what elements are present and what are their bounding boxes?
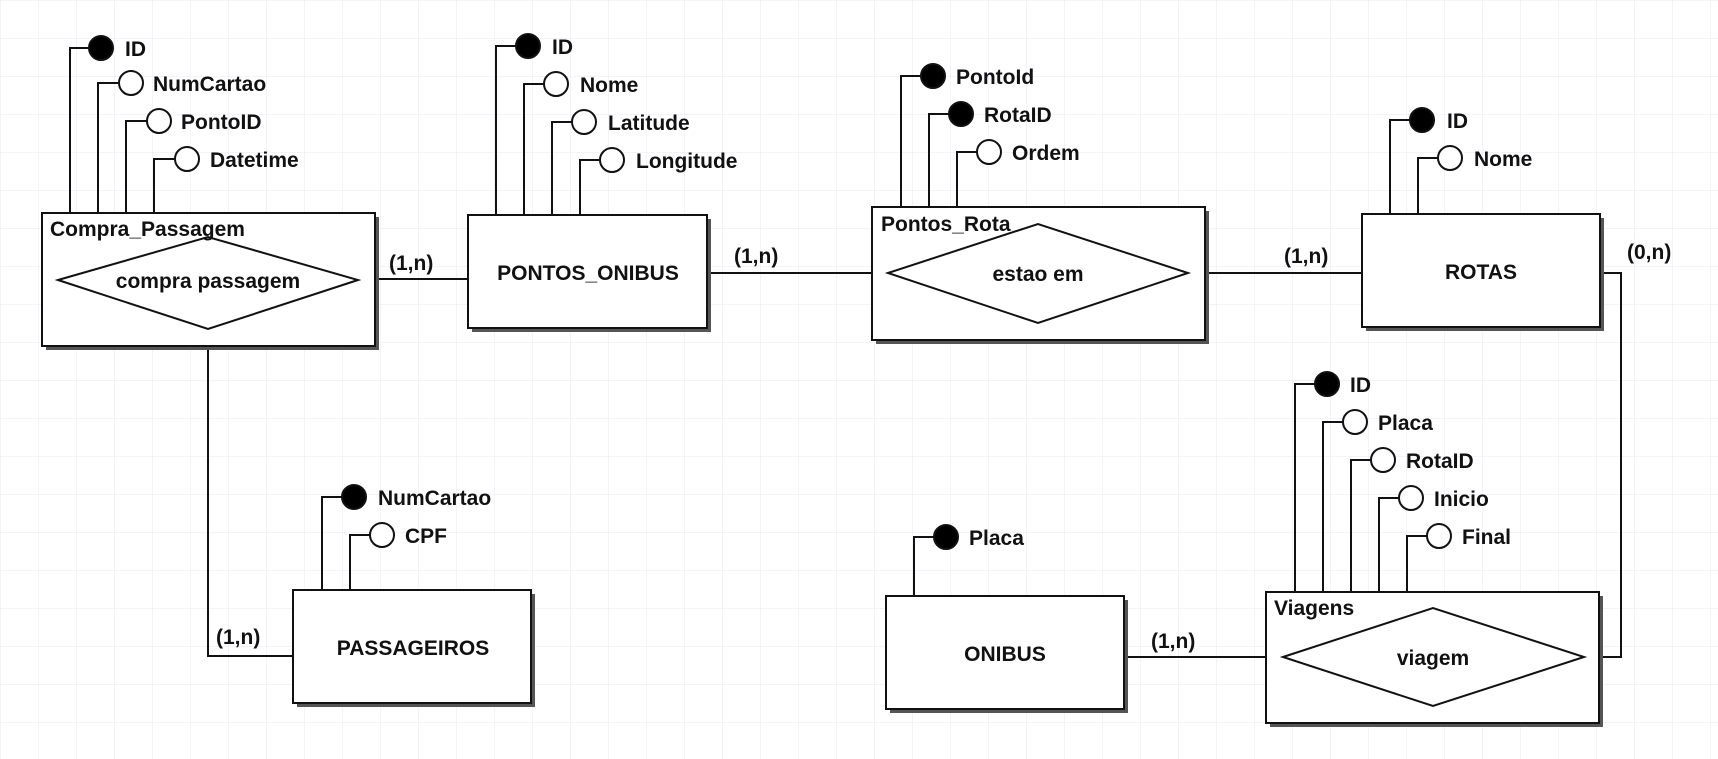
relationship-label: compra passagem bbox=[116, 270, 300, 293]
entity-box bbox=[292, 589, 532, 704]
attribute-list: ID Nome bbox=[1409, 107, 1532, 171]
attributes-pontos-rota bbox=[900, 75, 977, 207]
relationship-diamond bbox=[884, 222, 1192, 325]
attribute-icon bbox=[976, 139, 1002, 165]
entity-title: Viagens bbox=[1274, 597, 1354, 620]
relationship-label: estao em bbox=[992, 263, 1083, 286]
cardinality-label: (1,n) bbox=[1284, 245, 1328, 268]
attribute-label: ID bbox=[125, 38, 146, 61]
attribute-label: Latitude bbox=[608, 112, 690, 135]
relationship-label: viagem bbox=[1397, 647, 1469, 670]
attribute-label: Final bbox=[1462, 526, 1511, 549]
attributes-rotas bbox=[1389, 119, 1438, 214]
entity-title: Compra_Passagem bbox=[50, 218, 245, 241]
entity-box bbox=[467, 214, 708, 329]
attributes-onibus bbox=[913, 536, 934, 596]
line-compra-passageiros bbox=[207, 330, 293, 657]
attribute-icon bbox=[571, 109, 597, 135]
cardinality-label: (1,n) bbox=[389, 252, 433, 275]
cardinality-label: (1,n) bbox=[216, 626, 260, 649]
attribute-list: ID Placa RotaID Inicio Final bbox=[1314, 371, 1511, 549]
entity-label: PASSAGEIROS bbox=[337, 637, 489, 660]
attribute-list: NumCartao CPF bbox=[341, 484, 491, 548]
attribute-icon bbox=[1342, 409, 1368, 435]
attribute-label: Nome bbox=[1474, 148, 1532, 171]
entity-viagens[interactable]: Viagens viagem bbox=[1265, 591, 1603, 727]
entity-label: PONTOS_ONIBUS bbox=[497, 262, 679, 285]
relationship-diamond bbox=[1279, 606, 1588, 708]
attribute-icon bbox=[1426, 523, 1452, 549]
relationship-diamond bbox=[54, 235, 362, 331]
attribute-list: Placa bbox=[933, 524, 1024, 550]
primary-key-icon bbox=[948, 101, 974, 127]
attributes-pontos-onibus bbox=[495, 45, 600, 215]
attribute-label: ID bbox=[552, 36, 573, 59]
attribute-label: ID bbox=[1447, 110, 1468, 133]
attribute-icon bbox=[1370, 447, 1396, 473]
cardinality-label: (1,n) bbox=[734, 245, 778, 268]
entity-passageiros[interactable]: PASSAGEIROS bbox=[292, 589, 535, 707]
attribute-list: PontoId RotaID Ordem bbox=[920, 63, 1080, 165]
entity-label: ROTAS bbox=[1445, 261, 1517, 284]
attribute-label: NumCartao bbox=[378, 487, 491, 510]
primary-key-icon bbox=[341, 484, 367, 510]
entity-pontos-rota[interactable]: Pontos_Rota estao em bbox=[871, 206, 1209, 344]
entity-onibus[interactable]: ONIBUS bbox=[885, 595, 1128, 713]
attribute-icon bbox=[1398, 485, 1424, 511]
attribute-label: Ordem bbox=[1012, 142, 1080, 165]
entity-label: ONIBUS bbox=[964, 643, 1046, 666]
attribute-label: Placa bbox=[969, 527, 1024, 550]
attribute-icon bbox=[599, 147, 625, 173]
primary-key-icon bbox=[88, 35, 114, 61]
entity-compra-passagem[interactable]: Compra_Passagem compra passagem bbox=[41, 212, 379, 350]
attribute-icon bbox=[543, 71, 569, 97]
attributes-viagens bbox=[1294, 383, 1427, 592]
attribute-icon bbox=[369, 522, 395, 548]
attribute-label: PontoId bbox=[956, 66, 1034, 89]
cardinality-label: (0,n) bbox=[1627, 241, 1671, 264]
attributes-compra-passagem bbox=[69, 47, 174, 213]
entity-title: Pontos_Rota bbox=[881, 213, 1011, 236]
attribute-label: ID bbox=[1350, 374, 1371, 397]
entity-rotas[interactable]: ROTAS bbox=[1361, 213, 1604, 331]
attribute-label: RotaID bbox=[984, 104, 1052, 127]
attribute-label: PontoID bbox=[181, 111, 261, 134]
primary-key-icon bbox=[920, 63, 946, 89]
entity-box bbox=[1361, 213, 1601, 328]
primary-key-icon bbox=[1409, 107, 1435, 133]
attribute-icon bbox=[146, 108, 172, 134]
entity-box bbox=[885, 595, 1125, 710]
attribute-label: Datetime bbox=[210, 149, 299, 172]
attribute-label: Nome bbox=[580, 74, 638, 97]
attribute-list: ID NumCartao PontoID Datetime bbox=[88, 35, 299, 172]
primary-key-icon bbox=[933, 524, 959, 550]
attribute-label: CPF bbox=[405, 525, 447, 548]
attribute-label: Placa bbox=[1378, 412, 1433, 435]
entity-pontos-onibus[interactable]: PONTOS_ONIBUS bbox=[467, 214, 711, 332]
attribute-label: RotaID bbox=[1406, 450, 1474, 473]
attribute-label: NumCartao bbox=[153, 73, 266, 96]
cardinality-label: (1,n) bbox=[1151, 630, 1195, 653]
attribute-icon bbox=[1437, 145, 1463, 171]
primary-key-icon bbox=[515, 33, 541, 59]
attributes-passageiros bbox=[321, 496, 370, 590]
attribute-icon bbox=[118, 70, 144, 96]
cardinality-labels: (1,n) (1,n) (1,n) (0,n) (1,n) (1,n) bbox=[216, 241, 1671, 653]
primary-key-icon bbox=[1314, 371, 1340, 397]
attribute-label: Longitude bbox=[636, 150, 737, 173]
attribute-icon bbox=[174, 146, 200, 172]
attribute-list: ID Nome Latitude Longitude bbox=[515, 33, 737, 173]
attribute-label: Inicio bbox=[1434, 488, 1489, 511]
